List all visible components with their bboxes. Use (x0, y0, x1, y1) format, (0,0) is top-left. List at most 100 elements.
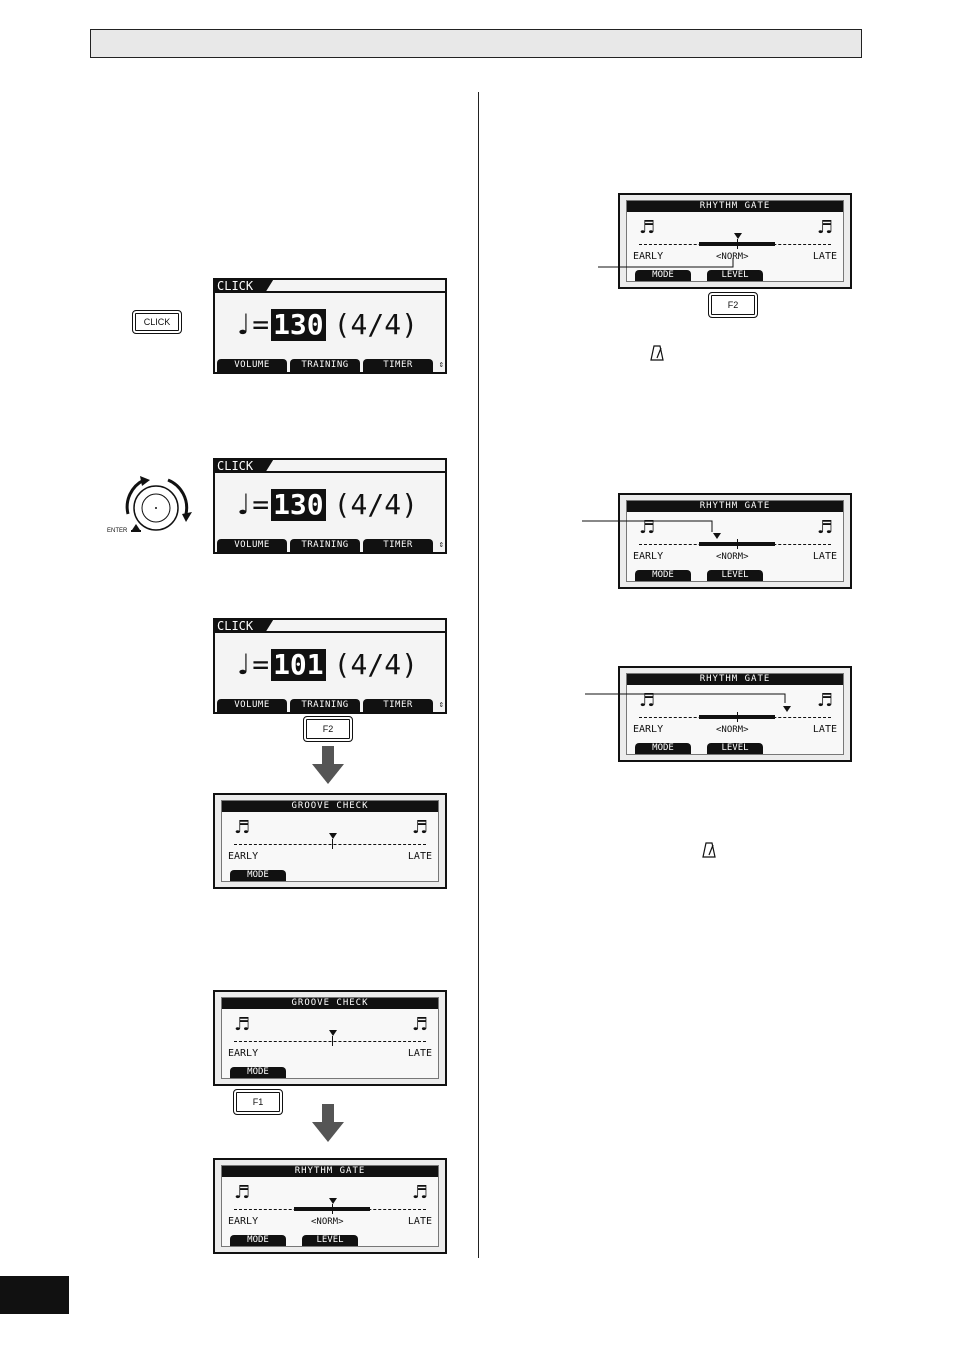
click-button[interactable]: CLICK (132, 310, 182, 334)
mode-key[interactable]: MODE (230, 870, 286, 881)
equals-sign: = (252, 308, 270, 341)
title-rule (215, 631, 445, 633)
scroll-arrows-icon: ⇕ (438, 360, 444, 370)
f2-training-key[interactable]: TRAINING (290, 539, 360, 552)
screen-inner: RHYTHM GATE ♬ ♬ EARLY <NORM> LATE MODE L… (626, 200, 844, 282)
late-label: LATE (407, 1048, 432, 1059)
level-norm-label: <NORM> (716, 252, 749, 262)
f1-volume-key[interactable]: VOLUME (217, 539, 287, 552)
f1-button[interactable]: F1 (233, 1089, 283, 1115)
sixteenth-note-icon: ♬ (816, 217, 833, 238)
sixteenth-note-icon: ♬ (411, 817, 428, 838)
metronome-icon (650, 345, 664, 361)
function-keys: VOLUME TRAINING TIMER (215, 699, 445, 712)
time-signature: (4/4) (333, 308, 418, 341)
early-label: EARLY (228, 851, 259, 862)
title-rule (215, 471, 445, 473)
scroll-arrows-icon: ⇕ (438, 540, 444, 550)
screen-inner: RHYTHM GATE ♬ ♬ EARLY <NORM> LATE MODE L… (221, 1165, 439, 1247)
f2-button[interactable]: F2 (708, 292, 758, 318)
function-keys: VOLUME TRAINING TIMER (215, 539, 445, 552)
timing-marker-icon (734, 233, 742, 239)
callout-line (585, 693, 786, 703)
click-screen-2: CLICK ♩ = 130 (4/4) VOLUME TRAINING TIME… (213, 458, 447, 554)
down-arrow-icon (312, 746, 344, 784)
metronome-icon (702, 842, 716, 858)
center-tick (332, 1204, 333, 1214)
late-label: LATE (407, 851, 432, 862)
timing-line (234, 844, 426, 845)
screen-title: GROOVE CHECK (222, 998, 438, 1009)
f2-training-key[interactable]: TRAINING (290, 699, 360, 712)
late-label: LATE (812, 251, 837, 262)
early-label: EARLY (633, 551, 664, 562)
late-label: LATE (407, 1216, 432, 1227)
level-key[interactable]: LEVEL (707, 570, 763, 581)
column-divider (478, 92, 479, 1258)
mode-key[interactable]: MODE (635, 743, 691, 754)
data-dial-icon[interactable] (106, 474, 198, 540)
late-label: LATE (812, 724, 837, 735)
callout-line (582, 520, 713, 532)
timing-marker-icon (329, 833, 337, 839)
sixteenth-note-icon: ♬ (234, 817, 251, 838)
f2-button[interactable]: F2 (303, 716, 353, 742)
screen-title: RHYTHM GATE (627, 201, 843, 212)
screen-title: CLICK (215, 280, 274, 293)
center-tick (332, 839, 333, 849)
time-signature: (4/4) (333, 648, 418, 681)
level-key[interactable]: LEVEL (302, 1235, 358, 1246)
timing-marker-icon (783, 706, 791, 712)
tempo-value: 101 (271, 648, 326, 681)
f1-volume-key[interactable]: VOLUME (217, 699, 287, 712)
f3-timer-key[interactable]: TIMER (363, 539, 433, 552)
level-key[interactable]: LEVEL (707, 743, 763, 754)
rhythm-gate-screen-4: RHYTHM GATE ♬ ♬ EARLY <NORM> LATE MODE L… (618, 666, 852, 762)
quarter-note-icon: ♩ (237, 648, 251, 681)
equals-sign: = (252, 488, 270, 521)
level-norm-label: <NORM> (311, 1217, 344, 1227)
function-keys: MODE LEVEL (635, 570, 763, 581)
mode-key[interactable]: MODE (635, 270, 691, 281)
timing-line (234, 1041, 426, 1042)
screen-title: GROOVE CHECK (222, 801, 438, 812)
screen-inner: GROOVE CHECK ♬ ♬ EARLY LATE MODE (221, 800, 439, 882)
f3-timer-key[interactable]: TIMER (363, 699, 433, 712)
level-norm-label: <NORM> (716, 725, 749, 735)
down-arrow-icon (312, 1104, 344, 1142)
level-norm-label: <NORM> (716, 552, 749, 562)
groove-check-screen-2: GROOVE CHECK ♬ ♬ EARLY LATE MODE (213, 990, 447, 1086)
tempo-row: ♩ = 130 (4/4) (237, 488, 418, 522)
function-keys: MODE (230, 1067, 286, 1078)
quarter-note-icon: ♩ (237, 308, 251, 341)
late-label: LATE (812, 551, 837, 562)
equals-sign: = (252, 648, 270, 681)
early-label: EARLY (633, 251, 664, 262)
early-label: EARLY (228, 1216, 259, 1227)
timing-marker-icon (329, 1030, 337, 1036)
scroll-arrows-icon: ⇕ (438, 700, 444, 710)
function-keys: MODE LEVEL (635, 743, 763, 754)
level-key[interactable]: LEVEL (707, 270, 763, 281)
screen-title: RHYTHM GATE (222, 1166, 438, 1177)
f1-volume-key[interactable]: VOLUME (217, 359, 287, 372)
mode-key[interactable]: MODE (230, 1067, 286, 1078)
click-screen-1: CLICK ♩ = 130 (4/4) VOLUME TRAINING TIME… (213, 278, 447, 374)
groove-check-screen-1: GROOVE CHECK ♬ ♬ EARLY LATE MODE (213, 793, 447, 889)
page-number-tab (0, 1276, 69, 1314)
sixteenth-note-icon: ♬ (411, 1014, 428, 1035)
mode-key[interactable]: MODE (230, 1235, 286, 1246)
screen-inner: RHYTHM GATE ♬ ♬ EARLY <NORM> LATE MODE L… (626, 500, 844, 582)
sixteenth-note-icon: ♬ (411, 1182, 428, 1203)
sixteenth-note-icon: ♬ (639, 690, 656, 711)
screen-title: CLICK (215, 460, 274, 473)
f2-training-key[interactable]: TRAINING (290, 359, 360, 372)
mode-key[interactable]: MODE (635, 570, 691, 581)
function-keys: MODE LEVEL (230, 1235, 358, 1246)
timing-marker-icon (713, 533, 721, 539)
tempo-value: 130 (271, 488, 326, 521)
quarter-note-icon: ♩ (237, 488, 251, 521)
title-rule (215, 291, 445, 293)
f3-timer-key[interactable]: TIMER (363, 359, 433, 372)
center-tick (737, 712, 738, 722)
